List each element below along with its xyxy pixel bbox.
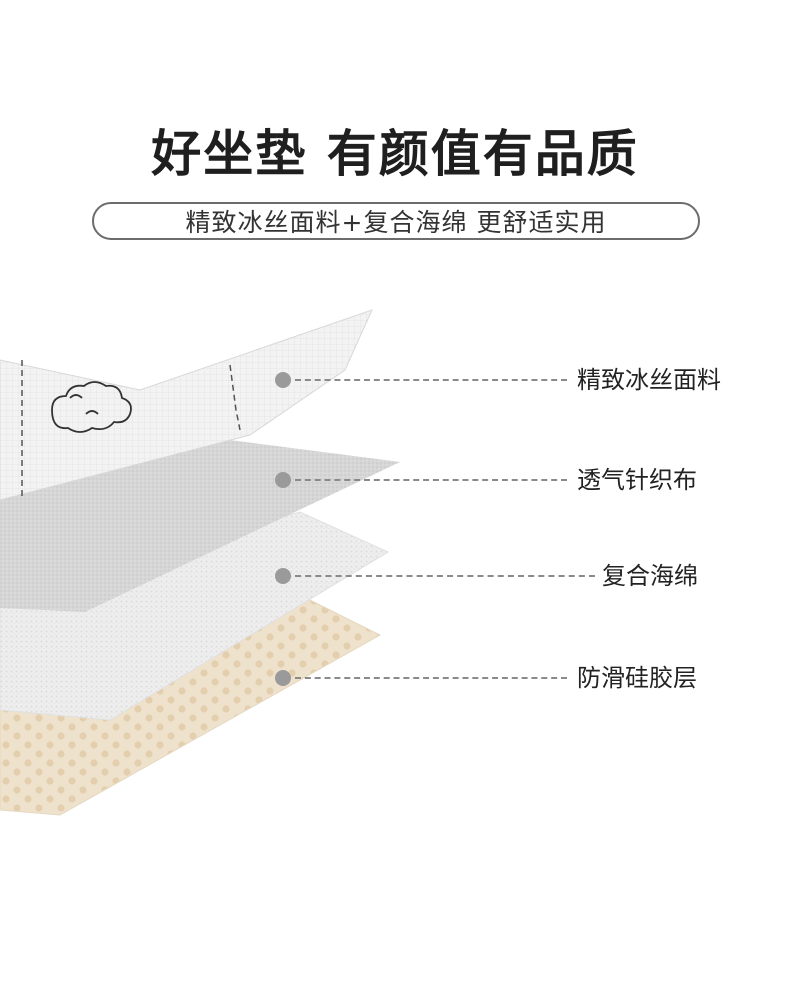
cloud-print xyxy=(51,381,132,433)
callout-line xyxy=(295,479,567,481)
knit-layer xyxy=(0,440,400,612)
subtitle-text: 精致冰丝面料+复合海绵 更舒适实用 xyxy=(185,208,607,237)
callout-label: 复合海绵 xyxy=(602,562,698,590)
subtitle-pill: 精致冰丝面料+复合海绵 更舒适实用 xyxy=(92,202,700,240)
callout-label: 精致冰丝面料 xyxy=(577,366,721,394)
callout-line xyxy=(295,677,567,679)
callout-silicone: 防滑硅胶层 xyxy=(275,658,790,698)
callout-line xyxy=(295,379,567,381)
callout-dot xyxy=(275,472,291,488)
cushion-layers-illustration xyxy=(0,309,400,816)
callout-dot xyxy=(275,670,291,686)
callout-label: 透气针织布 xyxy=(577,466,697,494)
callout-dot xyxy=(275,568,291,584)
callout-fabric: 精致冰丝面料 xyxy=(275,360,790,400)
callout-line xyxy=(295,575,595,577)
callout-dot xyxy=(275,372,291,388)
page-title: 好坐垫 有颜值有品质 xyxy=(151,125,639,183)
callout-sponge: 复合海绵 xyxy=(275,556,790,596)
callout-knit: 透气针织布 xyxy=(275,460,790,500)
fabric-layer xyxy=(0,309,373,501)
stitching xyxy=(229,364,241,431)
callout-label: 防滑硅胶层 xyxy=(577,664,697,692)
